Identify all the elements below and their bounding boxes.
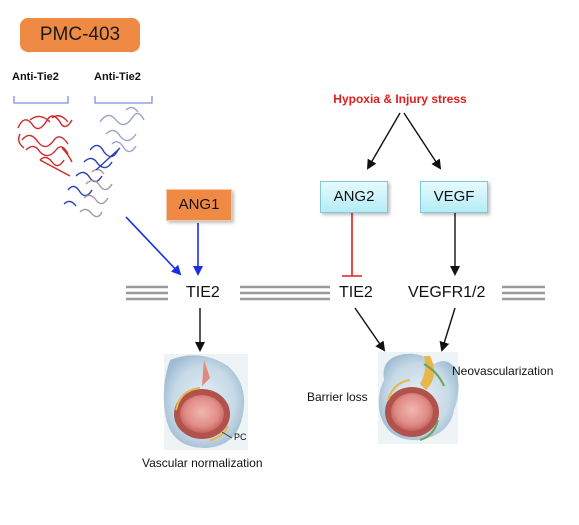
membrane-segment <box>502 285 545 301</box>
antibody-label-left: Anti-Tie2 <box>12 71 59 83</box>
vegf-box: VEGF <box>420 181 488 213</box>
antibody-brackets <box>13 96 153 104</box>
neovascularization-label: Neovascularization <box>452 364 554 378</box>
barrier-loss-label: Barrier loss <box>307 390 368 404</box>
antibody-to-tie2-arrow <box>125 216 182 276</box>
ang2-box: ANG2 <box>320 181 388 213</box>
vessel-normal-icon <box>163 354 248 450</box>
tie2-receptor-right: TIE2 <box>336 284 376 302</box>
pc-label: PC <box>234 432 247 442</box>
membrane-segment <box>240 285 330 301</box>
antibody-label-right: Anti-Tie2 <box>94 71 141 83</box>
stress-label: Hypoxia & Injury stress <box>333 92 467 106</box>
stress-to-vegf-arrow <box>403 112 442 170</box>
membrane-segment <box>126 285 168 301</box>
drug-badge: PMC-403 <box>20 18 140 52</box>
vessel-leaky-icon <box>378 352 459 444</box>
vascular-normalization-label: Vascular normalization <box>142 456 263 470</box>
ang2-inhibits-tie2 <box>342 212 362 277</box>
tie2-to-barrier-loss-arrow <box>354 307 386 352</box>
cell-membrane <box>126 285 545 301</box>
tie2-receptor-left: TIE2 <box>183 284 223 302</box>
vegfr-receptor: VEGFR1/2 <box>405 284 489 302</box>
vegfr-to-neovascularization-arrow <box>439 307 456 352</box>
antibody-structure-icon <box>17 106 145 218</box>
stress-to-ang2-arrow <box>366 112 401 170</box>
ang1-box: ANG1 <box>166 189 232 221</box>
